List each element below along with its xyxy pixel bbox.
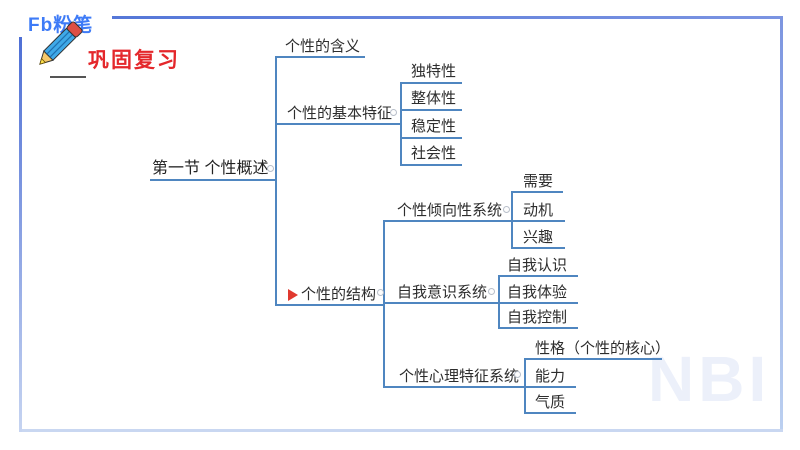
- node-ability[interactable]: 能力: [535, 368, 566, 385]
- underline-root: [150, 179, 276, 181]
- bracket-structure: [383, 220, 385, 388]
- underline-structure: [275, 304, 385, 306]
- pencil-icon: [39, 21, 83, 65]
- underline-uniqueness: [400, 82, 462, 84]
- toggle-root[interactable]: [267, 165, 274, 172]
- node-meaning[interactable]: 个性的含义: [285, 38, 361, 55]
- underline-self-control: [498, 327, 578, 329]
- bracket-basic-features: [400, 82, 402, 166]
- underline-psych-traits-system: [383, 386, 525, 388]
- node-interest[interactable]: 兴趣: [523, 229, 554, 246]
- toggle-psych-traits-system[interactable]: [514, 371, 521, 378]
- node-tendency-system[interactable]: 个性倾向性系统: [397, 202, 503, 219]
- underline-sociality: [400, 164, 462, 166]
- node-temperament[interactable]: 气质: [535, 394, 566, 411]
- node-self-knowledge[interactable]: 自我认识: [507, 257, 568, 274]
- node-structure[interactable]: 个性的结构: [301, 286, 377, 303]
- node-wholeness[interactable]: 整体性: [411, 90, 457, 107]
- node-sociality[interactable]: 社会性: [411, 145, 457, 162]
- node-uniqueness[interactable]: 独特性: [411, 63, 457, 80]
- underline-need: [511, 191, 563, 193]
- node-character[interactable]: 性格（个性的核心）: [535, 340, 671, 357]
- watermark: NBI: [648, 343, 771, 415]
- underline-meaning: [275, 56, 365, 58]
- underline-motivation: [511, 220, 565, 222]
- underline-character: [524, 358, 662, 360]
- node-basic-features[interactable]: 个性的基本特征: [287, 105, 393, 122]
- underline-self-experience: [498, 302, 578, 304]
- pencil-underline: [50, 76, 86, 78]
- underline-tendency-system: [383, 220, 512, 222]
- red-flag-icon: [288, 289, 298, 301]
- underline-ability: [524, 386, 576, 388]
- page-title: 巩固复习: [88, 49, 180, 72]
- underline-self-awareness-system: [383, 302, 499, 304]
- frame-top-line: [112, 16, 783, 19]
- node-stability[interactable]: 稳定性: [411, 118, 457, 135]
- underline-self-knowledge: [498, 275, 578, 277]
- underline-interest: [511, 247, 565, 249]
- node-self-experience[interactable]: 自我体验: [507, 284, 568, 301]
- node-motivation[interactable]: 动机: [523, 202, 554, 219]
- underline-stability: [400, 137, 462, 139]
- toggle-structure[interactable]: [377, 289, 384, 296]
- node-self-control[interactable]: 自我控制: [507, 309, 568, 326]
- node-need[interactable]: 需要: [523, 173, 554, 190]
- underline-wholeness: [400, 109, 462, 111]
- underline-basic-features: [275, 123, 402, 125]
- node-psych-traits-system[interactable]: 个性心理特征系统: [399, 368, 520, 385]
- frame-bottom-line: [20, 429, 783, 432]
- frame-left-line: [19, 37, 22, 432]
- toggle-tendency-system[interactable]: [503, 206, 510, 213]
- toggle-self-awareness-system[interactable]: [488, 288, 495, 295]
- underline-temperament: [524, 412, 576, 414]
- node-root[interactable]: 第一节 个性概述: [152, 160, 269, 177]
- node-self-awareness-system[interactable]: 自我意识系统: [397, 284, 488, 301]
- toggle-basic-features[interactable]: [390, 109, 397, 116]
- trunk-root-children: [275, 56, 277, 306]
- frame-right-line: [780, 16, 783, 431]
